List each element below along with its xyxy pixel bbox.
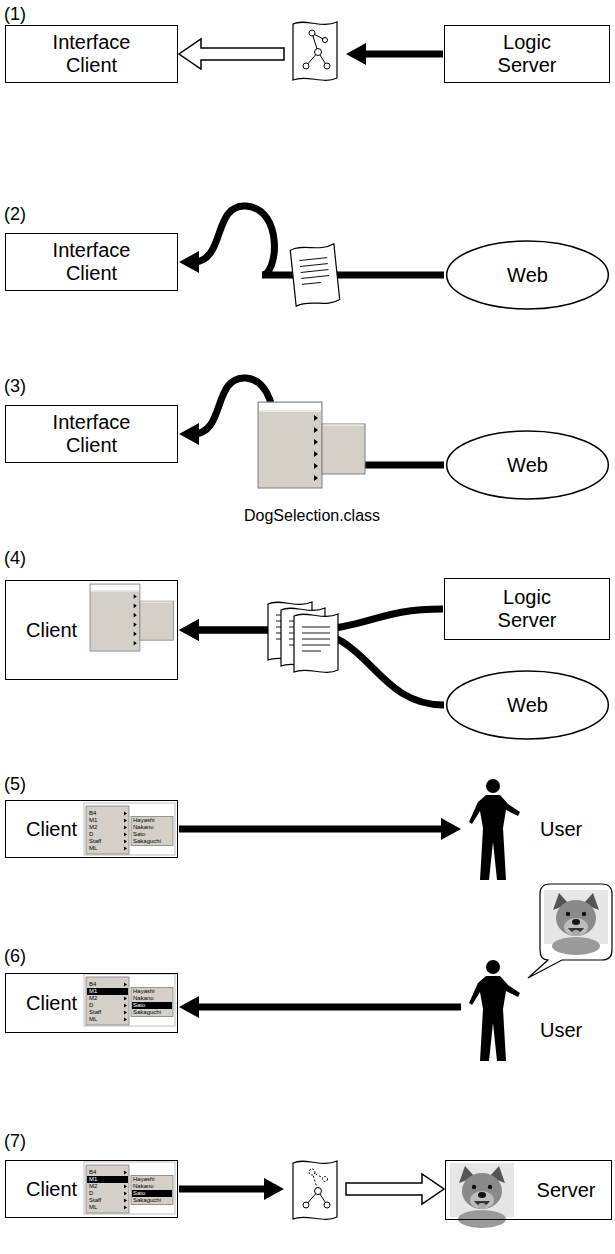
web-ellipse: Web xyxy=(445,430,610,500)
hollow-arrow xyxy=(179,39,284,69)
arrow-head xyxy=(441,818,461,840)
node-label: User xyxy=(540,1019,582,1042)
node-label: User xyxy=(540,818,582,841)
menu-item: M1 xyxy=(89,1176,97,1183)
step-number: (3) xyxy=(4,376,26,398)
ellipse-outline-path xyxy=(447,431,609,499)
node-label: Interface Client xyxy=(42,411,142,457)
menu-item: D xyxy=(89,831,93,838)
client-box: Interface Client xyxy=(5,233,178,291)
client-box: Interface Client xyxy=(5,405,178,463)
menu-item: Sato xyxy=(133,831,145,838)
menu-item: Staff xyxy=(89,838,101,845)
web-ellipse: Web xyxy=(445,670,610,740)
menu-item: D xyxy=(89,1190,93,1197)
arrow-head xyxy=(179,619,199,641)
connector-line xyxy=(179,1186,270,1193)
menu-item: B4 xyxy=(89,810,96,817)
menu-item: M1 xyxy=(89,817,97,824)
node-label: Logic Server xyxy=(487,31,567,77)
hollow-arrow xyxy=(346,1174,444,1204)
server-box: Logic Server xyxy=(444,578,610,640)
arrow-head xyxy=(346,43,366,65)
connector-line xyxy=(193,1004,461,1011)
node-label: Client xyxy=(26,818,77,841)
menu-item: M2 xyxy=(89,995,97,1002)
menu-item: Nakano xyxy=(133,1183,154,1190)
menu-item: ML xyxy=(89,1016,97,1023)
user-node: User xyxy=(462,776,612,882)
step-number: (1) xyxy=(4,4,26,26)
menu-item: Sakaguchi xyxy=(133,1197,161,1204)
arrow-head xyxy=(179,251,199,273)
node-label: Interface Client xyxy=(42,31,142,77)
menu-item: Nakano xyxy=(133,995,154,1002)
client-box: Client xyxy=(5,580,178,680)
client-box: Interface Client xyxy=(5,25,178,83)
connector-line xyxy=(179,826,447,833)
step-number: (4) xyxy=(4,548,26,570)
node-label: Client xyxy=(26,1178,77,1201)
menu-item: B4 xyxy=(89,1169,96,1176)
node-label: Client xyxy=(26,992,77,1015)
ellipse-outline-path xyxy=(447,671,609,739)
menu-item: Nakano xyxy=(133,824,154,831)
menu-item: D xyxy=(89,1002,93,1009)
menu-item: M2 xyxy=(89,824,97,831)
web-ellipse: Web xyxy=(445,240,610,310)
menu-item: M2 xyxy=(89,1183,97,1190)
menu-item: Sakaguchi xyxy=(133,838,161,845)
node-label: Web xyxy=(507,454,548,477)
menu-item: ML xyxy=(89,1204,97,1211)
node-label: Server xyxy=(537,1179,596,1202)
ellipse-outline-path xyxy=(447,241,609,309)
file-name: DogSelection.class xyxy=(244,506,380,525)
arrow-head xyxy=(179,423,199,445)
arrow-head xyxy=(264,1178,284,1200)
arrow-head xyxy=(179,996,199,1018)
step-number: (7) xyxy=(4,1131,26,1153)
node-label: Logic Server xyxy=(487,586,567,632)
menu-item: Sakaguchi xyxy=(133,1009,161,1016)
step-number: (5) xyxy=(4,774,26,796)
menu-item: Staff xyxy=(89,1009,101,1016)
node-label: Web xyxy=(507,694,548,717)
node-label: Client xyxy=(26,619,77,642)
node-label: Interface Client xyxy=(42,239,142,285)
connector-arrow xyxy=(179,818,461,840)
menu-item: Sato xyxy=(133,1002,145,1009)
menu-item: Sato xyxy=(133,1190,145,1197)
step-number: (6) xyxy=(4,946,26,968)
menu-item: Hayashi xyxy=(133,1176,155,1183)
menu-item: Staff xyxy=(89,1197,101,1204)
node-label: Web xyxy=(507,264,548,287)
connector-arrow xyxy=(179,996,461,1018)
menu-item: B4 xyxy=(89,981,96,988)
arrow-head xyxy=(179,619,199,641)
menu-item: Hayashi xyxy=(133,817,155,824)
step-number: (2) xyxy=(4,204,26,226)
menu-item: M1 xyxy=(89,988,97,995)
menu-item: ML xyxy=(89,845,97,852)
menu-item: Hayashi xyxy=(133,988,155,995)
user-node: User xyxy=(462,957,612,1063)
server-box: Server xyxy=(445,1160,612,1220)
connector-line xyxy=(360,51,443,58)
server-box: Logic Server xyxy=(444,25,610,83)
